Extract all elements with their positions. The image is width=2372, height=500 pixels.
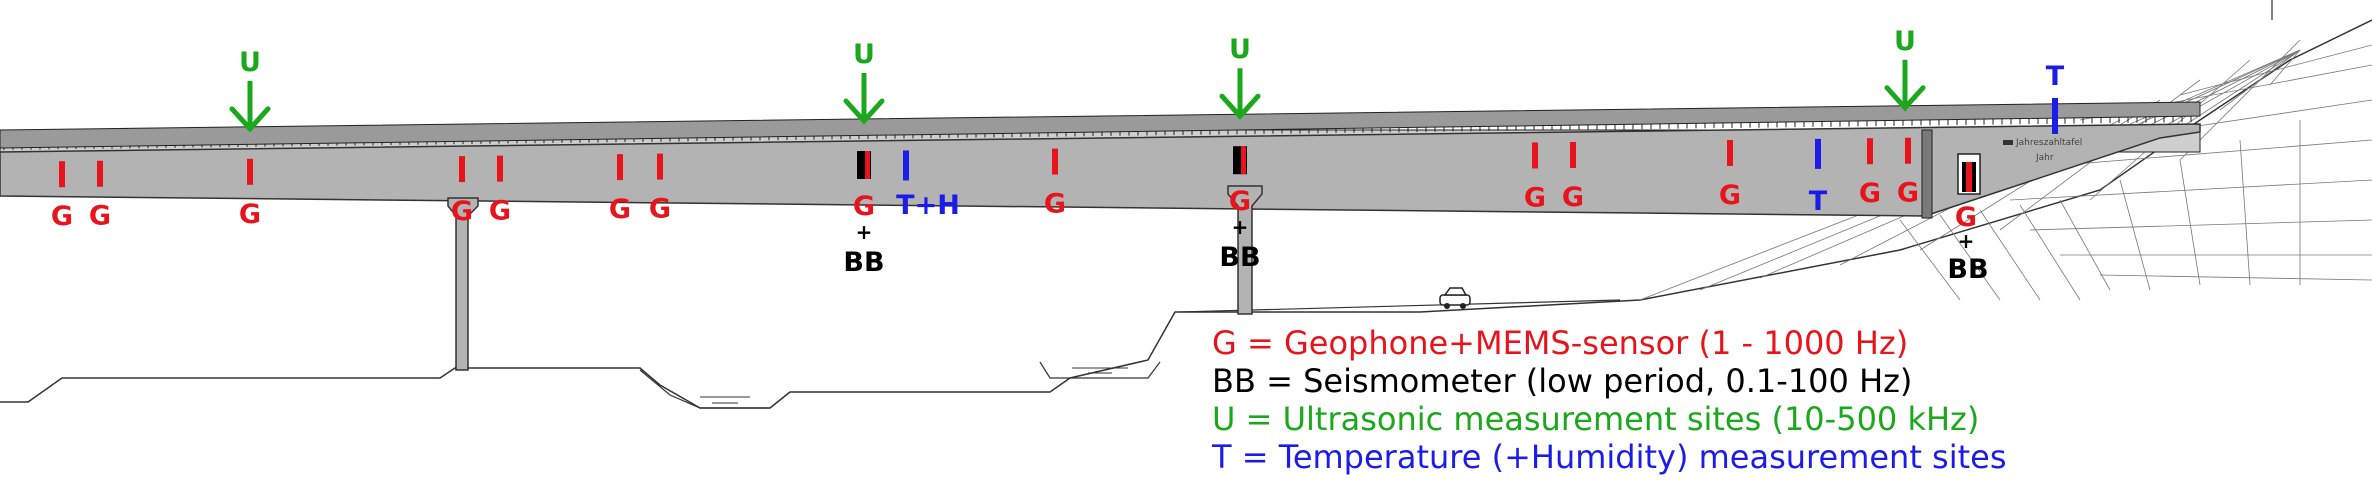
plus-sign: + [1232,215,1249,239]
ultrasonic-label: U [853,39,875,70]
geophone-marker [1532,142,1538,169]
geophone-label: G [1562,182,1584,213]
ultrasonic-arrow-head [1884,85,1926,112]
plus-sign: + [856,220,873,244]
legend-row-seismometer: BB = Seismometer (low period, 0.1-100 Hz… [1212,362,1913,400]
seismometer-label: BB [1219,242,1260,273]
geophone-marker [1570,141,1576,168]
geophone-marker [497,155,503,182]
seismometer-label: BB [1947,254,1988,285]
river-bed-right [1039,361,1161,379]
temperature-label-top: T [2046,61,2065,92]
pier-left [447,197,479,371]
geophone-label: G [609,194,631,225]
geophone-marker [1052,148,1058,175]
geophone-marker [459,156,465,183]
geophone-label: G [51,201,73,232]
geophone-marker [1867,138,1873,165]
geophone-label: G [1044,189,1066,220]
geophone-label: G [489,196,511,227]
geophone-marker [59,161,65,188]
river-bed-left [639,369,791,409]
geophone-marker [657,153,663,180]
abutment-bb-box [1957,153,1981,195]
legend-row-ultrasonic: U = Ultrasonic measurement sites (10-500… [1212,400,1980,438]
geophone-marker [1241,146,1246,175]
temperature-marker-top [2052,98,2058,134]
geophone-marker [1727,139,1733,166]
geophone-label: G [853,191,875,222]
seismometer-label: BB [843,247,884,278]
abutment-wall [1921,129,1933,219]
geophone-label: G [1524,182,1546,213]
geophone-marker [617,154,623,181]
pier-middle [1227,185,1263,315]
geophone-label: G [89,201,111,232]
legend-row-temperature: T = Temperature (+Humidity) measurement … [1212,438,2007,476]
geophone-marker [97,160,103,187]
geophone-label: G [1859,178,1881,209]
deck-top-slab [0,101,2201,149]
geophone-label: G [451,196,473,227]
temperature-marker [1815,138,1821,169]
sign-text-line1: Jahreszahltafel [2015,138,2082,148]
ultrasonic-arrow-head [229,106,271,133]
car-icon [1439,287,1471,309]
plus-sign: + [1958,229,1975,253]
deck-girder [0,123,2201,217]
legend-row-geophone: G = Geophone+MEMS-sensor (1 - 1000 Hz) [1212,324,1909,362]
geophone-label: G [1229,186,1251,217]
ultrasonic-label: U [1229,34,1251,65]
terrain-line [0,19,2372,409]
sign-text-line2: Jahr [2035,153,2054,163]
year-sign: Jahreszahltafel Jahr [2003,138,2082,163]
geophone-label: G [1955,202,1977,233]
geophone-marker [247,158,253,185]
geophone-label: G [239,199,261,230]
geophone-marker [1905,137,1911,164]
legend: G = Geophone+MEMS-sensor (1 - 1000 Hz) B… [1212,324,2362,476]
geophone-marker [865,151,870,180]
geophone-label: G [649,194,671,225]
geophone-label: G [1897,178,1919,209]
ultrasonic-arrow-head [1219,93,1261,120]
ultrasonic-arrow-head [843,98,885,125]
temperature-label: T [1809,186,1828,217]
road-line [1179,299,1621,313]
geophone-label: G [1719,180,1741,211]
temperature-label: T+H [896,190,960,221]
ultrasonic-label: U [1894,26,1916,57]
ultrasonic-label: U [239,47,261,78]
temperature-marker [903,150,909,181]
bridge-deck [0,101,2201,217]
